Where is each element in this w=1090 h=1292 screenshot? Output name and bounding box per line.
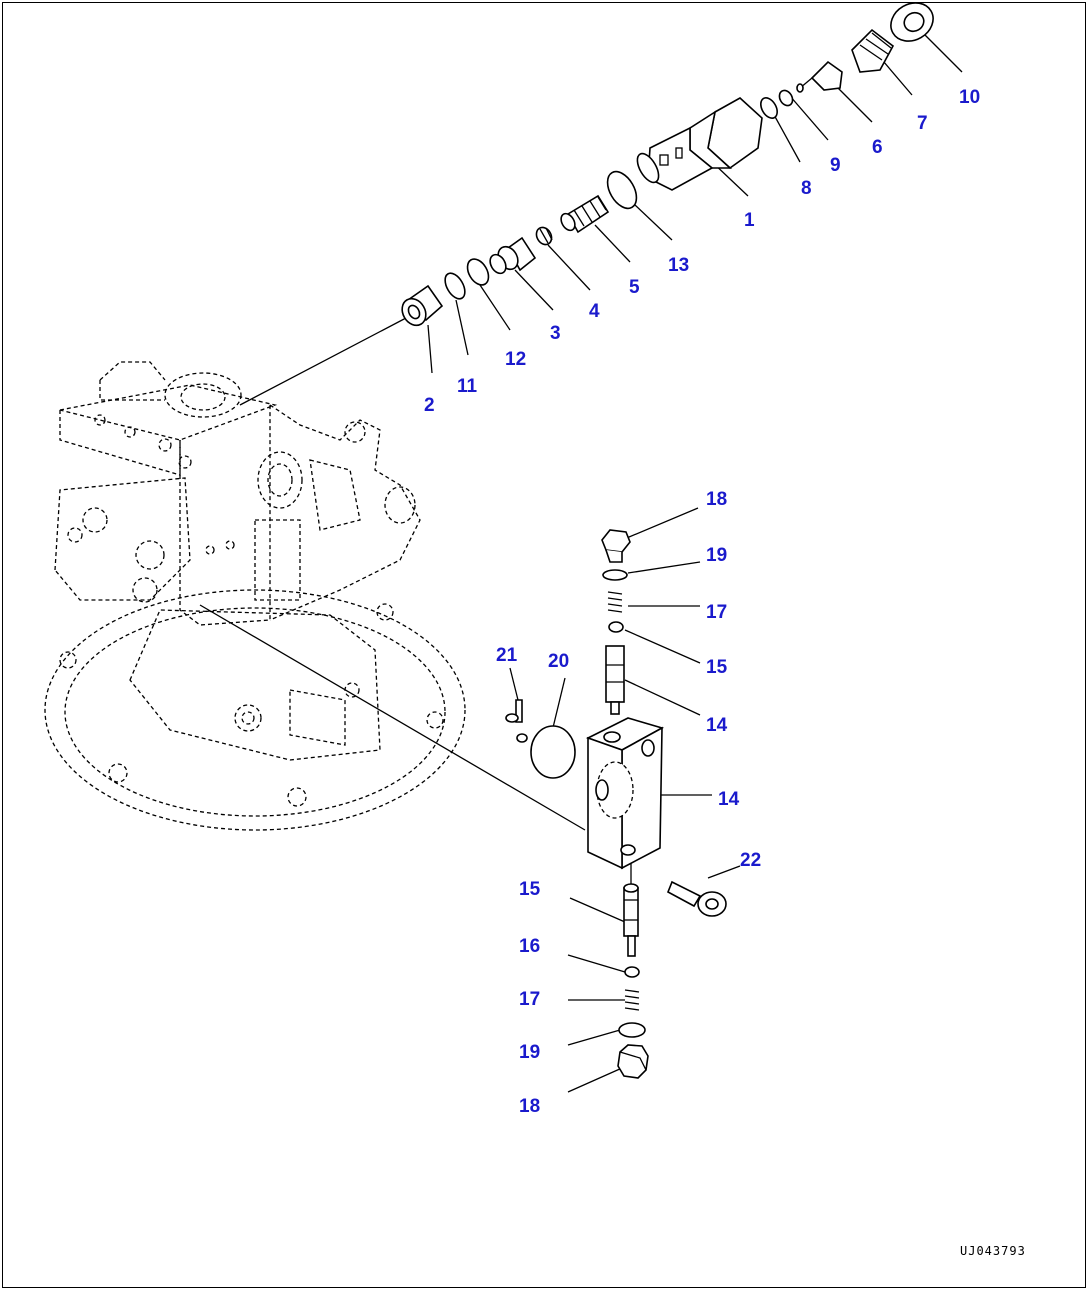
part-2-plug — [401, 284, 444, 327]
callout-16-top: 15 — [706, 657, 728, 678]
part-14-valve-block — [585, 717, 665, 870]
part-17-spring-bottom — [624, 989, 640, 1011]
callout-20: 20 — [548, 651, 570, 672]
part-3-sleeve — [489, 236, 537, 275]
callout-18-top: 18 — [706, 489, 728, 510]
valve-housing — [44, 361, 466, 831]
callout-15-top: 14 — [706, 715, 728, 736]
part-10-locknut — [890, 2, 934, 42]
callout-14: 14 — [718, 789, 740, 810]
callout-1: 1 — [744, 210, 755, 231]
callout-2: 2 — [424, 395, 435, 416]
callout-21: 21 — [496, 645, 518, 666]
callout-17-top: 17 — [706, 602, 728, 623]
part-16-seat-top — [608, 621, 624, 633]
callout-22: 22 — [740, 850, 762, 871]
callout-9: 9 — [830, 155, 841, 176]
part-16-seat-bottom — [624, 966, 640, 978]
callout-3: 3 — [550, 323, 561, 344]
part-6-piston — [796, 60, 843, 93]
callout-18-bottom: 18 — [519, 1096, 541, 1117]
callout-10: 10 — [959, 87, 981, 108]
callout-4: 4 — [589, 301, 600, 322]
leader-lines — [199, 34, 963, 1093]
callout-15-bottom: 15 — [519, 879, 541, 900]
part-18-plug-top — [601, 529, 631, 563]
part-4-nut — [535, 226, 553, 246]
callout-16-bottom: 16 — [519, 936, 541, 957]
callout-19-top: 19 — [706, 545, 728, 566]
drawing-code: UJ043793 — [960, 1244, 1026, 1258]
part-18-plug-bottom — [617, 1044, 649, 1079]
part-9-ring — [778, 89, 794, 107]
valve-block-assembly — [505, 529, 727, 1079]
part-11-oring — [444, 272, 466, 300]
part-15-poppet-bottom — [623, 883, 639, 957]
callout-5: 5 — [629, 277, 640, 298]
part-8-oring — [760, 97, 778, 119]
part-22-bolt — [666, 880, 727, 917]
part-20-oring — [530, 725, 576, 779]
callout-19-bottom: 19 — [519, 1042, 541, 1063]
callout-8: 8 — [801, 178, 812, 199]
callout-11: 11 — [457, 376, 478, 397]
part-15-poppet-top — [605, 645, 625, 715]
part-12-ring — [466, 258, 490, 286]
callout-12: 12 — [505, 349, 527, 370]
callout-17-bottom: 17 — [519, 989, 541, 1010]
callout-6: 6 — [872, 137, 883, 158]
part-13-oring — [606, 170, 638, 210]
part-7-adjusting-screw — [851, 28, 895, 73]
part-5-spring — [560, 194, 610, 234]
part-1-valve-body — [636, 97, 763, 191]
part-19-oring-top — [602, 569, 628, 581]
part-21-pin — [505, 699, 528, 743]
part-17-spring-top — [607, 591, 623, 613]
callout-7: 7 — [917, 113, 928, 134]
part-19-oring-bottom — [618, 1022, 646, 1038]
relief-valve-stack — [401, 2, 934, 327]
callout-13: 13 — [668, 255, 690, 276]
